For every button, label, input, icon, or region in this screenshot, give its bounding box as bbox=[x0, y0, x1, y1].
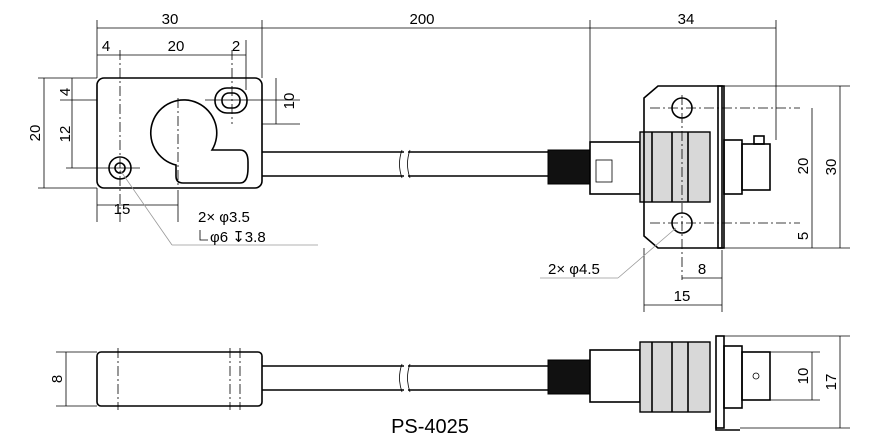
connector-body bbox=[589, 141, 641, 195]
dim-connector-hole-offset: 5 bbox=[795, 232, 812, 240]
strain-relief bbox=[547, 149, 591, 185]
dim-slot-height: 10 bbox=[281, 93, 298, 110]
dim-top-hole-offset: 4 bbox=[102, 38, 110, 55]
sensor-cavity bbox=[149, 99, 249, 184]
dim-slot-width: 2 bbox=[232, 38, 240, 55]
note-connector-hole: 2× φ4.5 bbox=[548, 261, 600, 278]
left-dimensions bbox=[38, 77, 300, 189]
dim-hole-row-distance: 12 bbox=[57, 126, 74, 143]
dim-side-thickness: 8 bbox=[49, 375, 66, 383]
sensor-slot bbox=[214, 87, 248, 114]
dim-connector-hole-x: 8 bbox=[698, 261, 706, 278]
dim-connector-height: 30 bbox=[823, 159, 840, 176]
dim-sensor-height: 20 bbox=[27, 125, 44, 142]
sensor-slot-inner bbox=[221, 92, 241, 109]
sensor-side bbox=[96, 351, 263, 407]
leader-connector-hole bbox=[617, 227, 677, 279]
dim-connector-length: 34 bbox=[678, 11, 695, 28]
note-counterbore: φ6 ↧3.8 bbox=[210, 229, 266, 246]
leader-sensor-hole bbox=[119, 169, 173, 246]
side-view bbox=[56, 335, 850, 431]
sensor-top-view bbox=[66, 50, 300, 222]
drawing-title: PS-4025 bbox=[391, 416, 469, 438]
dim-sensor-width: 30 bbox=[162, 11, 179, 28]
right-dimensions bbox=[643, 85, 850, 312]
dim-hole-spacing: 20 bbox=[168, 38, 185, 55]
connector-nut bbox=[639, 131, 711, 203]
dim-side-connector-large: 17 bbox=[823, 374, 840, 391]
top-dimensions bbox=[96, 20, 777, 222]
dim-cable-length: 200 bbox=[409, 11, 434, 28]
dim-side-connector-small: 10 bbox=[795, 368, 812, 385]
note-sensor-hole: 2× φ3.5 bbox=[198, 209, 250, 226]
sensor-body bbox=[96, 77, 263, 189]
bnc-side bbox=[741, 351, 771, 401]
dim-hole-vertical-offset: 4 bbox=[57, 88, 74, 96]
dim-bottom-offset: 15 bbox=[114, 201, 131, 218]
connector-top-view bbox=[547, 85, 800, 280]
strain-relief-side bbox=[547, 359, 591, 395]
cable-top bbox=[262, 149, 548, 179]
dim-connector-flange-width: 15 bbox=[674, 288, 691, 305]
bnc-connector bbox=[741, 143, 771, 191]
dim-connector-mid-height: 20 bbox=[795, 158, 812, 175]
